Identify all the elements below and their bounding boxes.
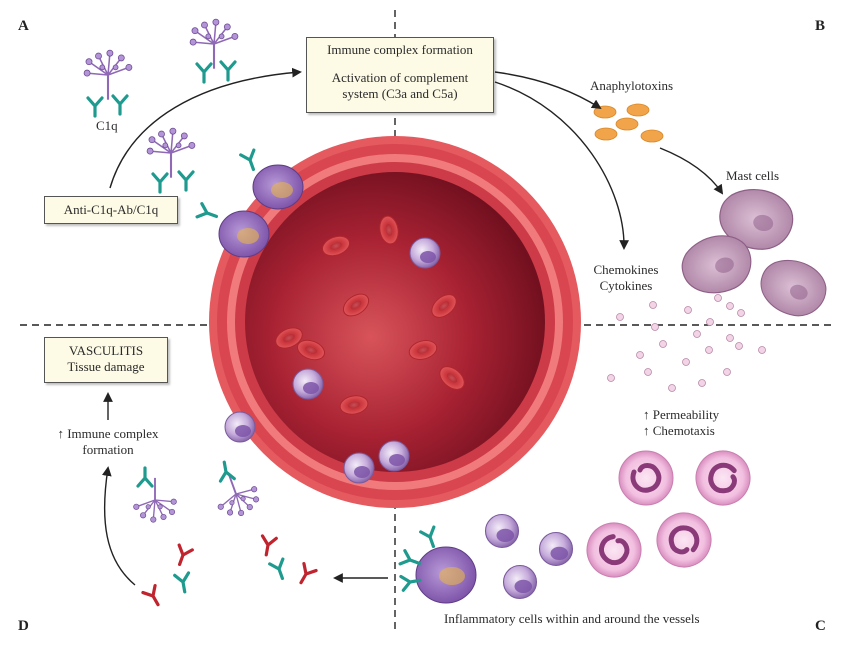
vasculitis-line2: Tissue damage [67,359,145,374]
antibody-icon [173,571,194,595]
corner-label-a: A [18,18,29,34]
mast-cells [675,183,834,325]
neutrophil-icon [577,513,651,587]
leukocyte-icon [224,411,256,443]
immune-complex-formation-line2: formation [82,442,134,457]
arrow-icon [109,67,302,189]
chemotaxis-label: ↑ Chemotaxis [643,423,715,438]
mast-cell-icon [752,251,834,325]
permeability-label: ↑ Permeability [643,407,720,422]
neutrophils [577,441,760,587]
anti-c1q-box: Anti-C1q-Ab/C1q [44,196,178,224]
c1q-molecules-a [83,18,239,194]
corner-label-c: C [815,618,826,634]
corner-label-b: B [815,18,826,34]
arrow-icon [659,147,724,195]
antibody-icon [151,172,169,194]
antibody-icon [195,202,221,225]
corner-label-d: D [18,618,29,634]
antibody-icon [215,459,236,483]
antibody-icon [86,96,104,118]
antibody-icon [136,466,154,488]
immune-complex-formation-line1: ↑ Immune complex [57,426,159,441]
complex-box-line1: Immune complex formation [327,42,473,57]
neutrophil-icon [649,505,718,574]
complex-box-line2: Activation of complement [331,70,469,85]
antibody-icon [257,534,278,558]
arrow-icon [494,81,630,250]
leukocytes-c [484,513,574,600]
leukocyte-icon [502,564,538,600]
antibody-icon [111,94,129,116]
c1q-icon [83,49,133,101]
c1q-label: C1q [96,118,118,133]
c1q-molecules-d [132,459,318,610]
arrow-icon [494,71,602,110]
c1q-icon [189,18,239,70]
leukocyte-icon [343,452,375,484]
leukocyte-icon [538,531,574,567]
leukocyte-icon [378,440,410,472]
neutrophil-icon [686,441,760,515]
arrows [101,67,724,586]
antibody-icon [268,557,291,583]
cytokine-dots [607,294,766,392]
anaphylotoxin-particles [593,103,664,143]
antibody-icon [195,62,213,84]
vasculitis-box: VASCULITIS Tissue damage [44,337,168,383]
cytokines-label: Cytokines [599,278,653,293]
arrow-icon [101,466,136,586]
neutrophil-icon [619,451,673,505]
inflammatory-cells-label: Inflammatory cells within and around the… [444,611,700,626]
antibody-icon [171,543,194,569]
antibody-icon [219,60,237,82]
antibody-icon [141,583,166,610]
adhered-immune-cells [195,148,304,258]
leukocyte-icon [409,237,441,269]
c1q-icon [146,127,196,179]
leukocyte-icon [484,513,520,549]
antibody-icon [419,525,442,551]
c1q-icon [207,464,265,524]
immune-complex-box: Immune complex formation Activation of c… [306,37,494,113]
antibody-icon [177,170,195,192]
activated-cell-c [398,525,477,604]
chemokines-label: Chemokines [593,262,659,277]
mast-cells-label: Mast cells [726,168,780,183]
antibody-icon [239,148,262,174]
antibody-icon [293,561,318,588]
blood-vessel [209,136,581,508]
complex-box-line3: system (C3a and C5a) [342,86,458,101]
leukocyte-icon [292,368,324,400]
vasculitis-line1: VASCULITIS [68,343,144,358]
anaphylotoxins-label: Anaphylotoxins [590,78,674,93]
